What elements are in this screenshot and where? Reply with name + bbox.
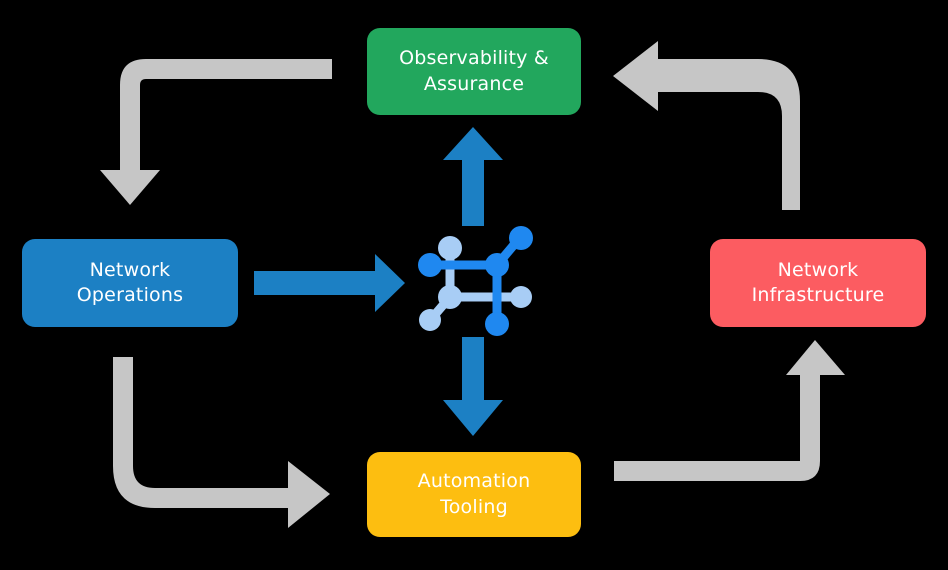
icon-node-left bbox=[418, 253, 442, 277]
arrow-operations-to-automation bbox=[113, 357, 330, 528]
node-box-observability[interactable]: Observability & Assurance bbox=[367, 28, 581, 115]
arrow-operations-to-center bbox=[254, 254, 405, 312]
arrow-center-to-automation bbox=[443, 337, 503, 436]
node-box-network-infrastructure[interactable]: Network Infrastructure bbox=[710, 239, 926, 327]
arrow-center-to-observability bbox=[443, 127, 503, 226]
arrow-observability-to-operations bbox=[100, 59, 332, 205]
icon-node-hub-center bbox=[485, 253, 509, 277]
icon-node-right-mid bbox=[510, 286, 532, 308]
arrow-infrastructure-to-observability bbox=[613, 41, 800, 210]
icon-node-bottom bbox=[485, 312, 509, 336]
arrow-automation-to-infrastructure bbox=[614, 340, 845, 481]
node-box-automation-tooling[interactable]: Automation Tooling bbox=[367, 452, 581, 537]
icon-node-bottom-left bbox=[419, 309, 441, 331]
icon-node-hub-lower-left bbox=[438, 285, 462, 309]
icon-node-top-mid bbox=[438, 236, 462, 260]
icon-node-top-right bbox=[509, 226, 533, 250]
node-box-network-operations[interactable]: Network Operations bbox=[22, 239, 238, 327]
